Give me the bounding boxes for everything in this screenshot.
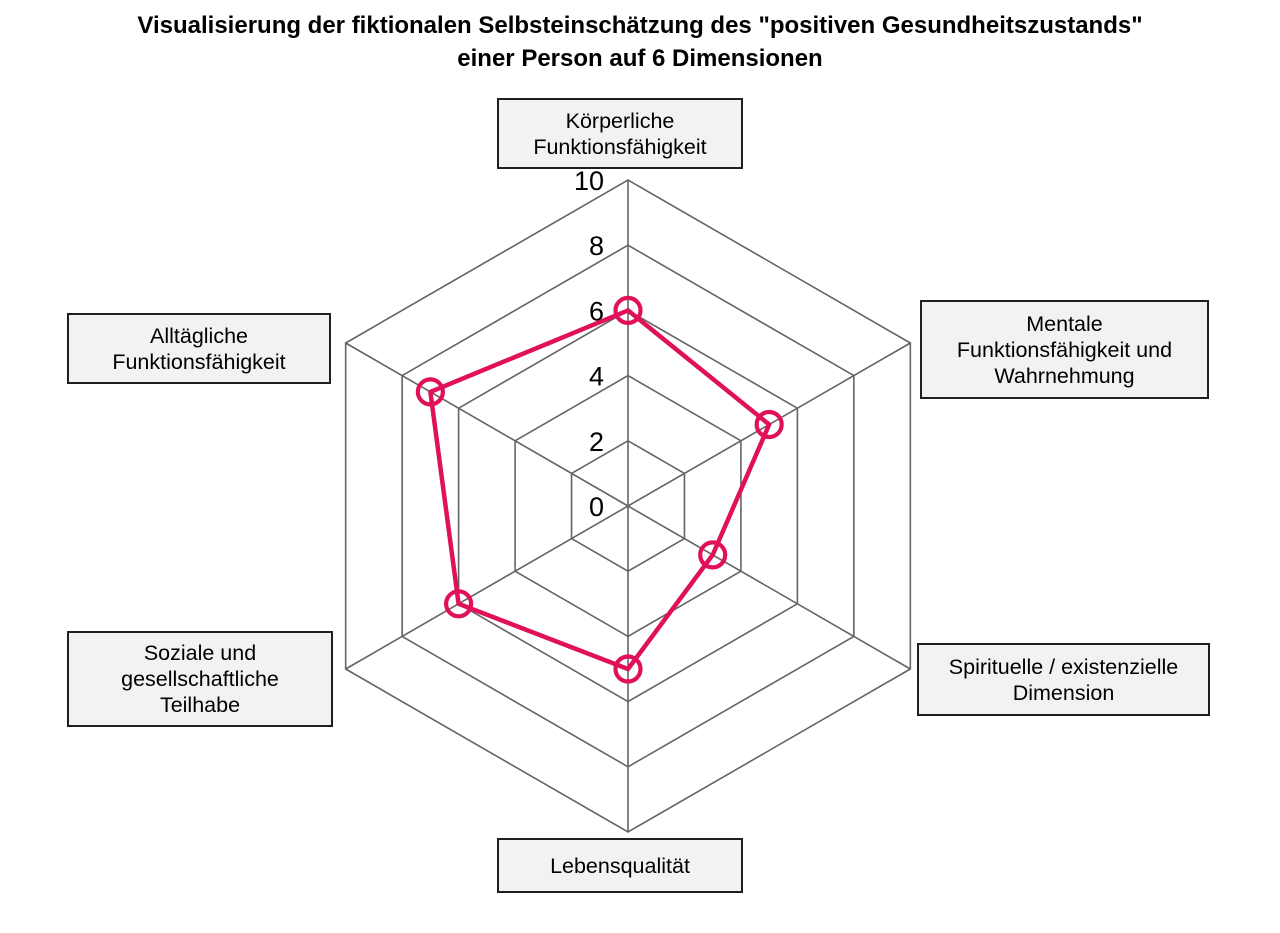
chart-title-line-1: Visualisierung der fiktionalen Selbstein… xyxy=(137,12,1143,39)
radial-axis xyxy=(345,342,629,507)
axis-label-line: Spirituelle / existenzielle xyxy=(948,654,1179,679)
radial-tick-label: 2 xyxy=(589,427,604,457)
axis-label-alltaegliche-funktionsfaehigkeit: Alltägliche Funktionsfähigkeit xyxy=(67,313,331,384)
axis-label-lebensqualitaet: Lebensqualität xyxy=(497,838,743,893)
axis-label-mentale-funktionsfaehigkeit: Mentale Funktionsfähigkeit und Wahrnehmu… xyxy=(920,300,1209,399)
axis-label-line: Alltägliche xyxy=(150,323,248,348)
data-point-marker xyxy=(613,295,643,325)
axis-label-line: Körperliche xyxy=(565,108,675,133)
axis-label-line: Funktionsfähigkeit xyxy=(112,349,286,374)
chart-title: Visualisierung der fiktionalen Selbstein… xyxy=(0,9,1280,75)
data-point-marker xyxy=(613,654,643,684)
radial-tick-label: 4 xyxy=(589,362,604,392)
axis-label-koerperliche-funktionsfaehigkeit: Körperliche Funktionsfähigkeit xyxy=(497,98,743,169)
axis-label-line: Teilhabe xyxy=(159,693,241,717)
radial-axis xyxy=(345,505,629,670)
data-point-marker xyxy=(415,377,445,407)
axis-label-line: Soziale und xyxy=(143,641,257,665)
axis-label-line: Funktionsfähigkeit xyxy=(533,134,707,159)
radial-axis xyxy=(627,505,911,670)
data-point-marker xyxy=(698,540,728,570)
radial-tick-label: 8 xyxy=(589,231,604,261)
axis-label-line: Dimension xyxy=(1012,680,1115,705)
data-series-line xyxy=(428,308,772,672)
radial-tick-label: 0 xyxy=(589,492,604,522)
axis-label-line: Funktionsfähigkeit und xyxy=(956,337,1173,362)
data-point-marker xyxy=(754,409,784,440)
axis-label-line: Lebensqualität xyxy=(550,853,690,878)
axis-label-soziale-teilhabe: Soziale und gesellschaftliche Teilhabe xyxy=(67,631,333,727)
radial-tick-label: 10 xyxy=(574,166,604,196)
axis-label-spirituelle-dimension: Spirituelle / existenzielle Dimension xyxy=(917,643,1210,716)
axis-label-line: Wahrnehmung xyxy=(994,363,1135,388)
chart-title-line-2: einer Person auf 6 Dimensionen xyxy=(457,45,823,72)
axis-label-line: Mentale xyxy=(1026,311,1103,336)
radial-tick-label: 6 xyxy=(589,296,604,326)
axis-label-line: gesellschaftliche xyxy=(121,667,279,691)
data-point-marker xyxy=(444,589,474,619)
